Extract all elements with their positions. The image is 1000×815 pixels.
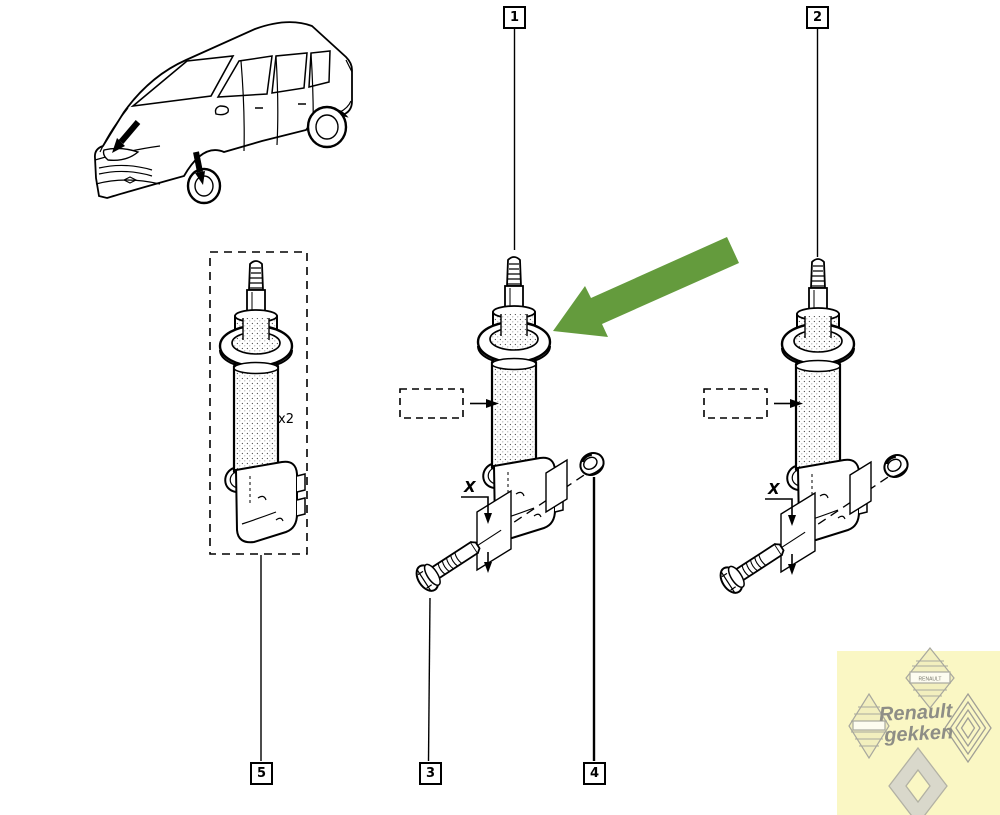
callout-5: 5 — [250, 762, 273, 785]
watermark-badge-text: RENAULT — [919, 677, 942, 683]
watermark-text-line1: Renault — [878, 700, 954, 726]
dimension-x-label-right: X — [768, 480, 780, 498]
watermark: RENAULT Renault gekken — [837, 647, 1000, 815]
dimension-x-label-middle: X — [464, 478, 476, 496]
callout-3: 3 — [419, 762, 442, 785]
callout-4: 4 — [583, 762, 606, 785]
highlight-arrow — [553, 237, 739, 337]
renault-logo-modern-bottom — [888, 746, 948, 815]
renault-logo-vintage-left — [848, 692, 890, 760]
callout-2: 2 — [806, 6, 829, 29]
leader-line-3 — [427, 597, 431, 762]
front-wheel-location-arrow — [193, 151, 205, 185]
part-label-box-middle — [399, 388, 500, 419]
strut-assembly-left — [218, 259, 307, 544]
assembly-dashed-box — [209, 251, 308, 555]
car-illustration — [94, 21, 353, 205]
quantity-label: x2 — [278, 412, 294, 427]
callout-1: 1 — [503, 6, 526, 29]
watermark-text-line2: gekken — [883, 721, 954, 747]
part-label-box-right — [703, 388, 804, 419]
callout-leader-lines — [260, 28, 819, 762]
renault-logo-vintage-top: RENAULT — [905, 647, 955, 709]
front-strut-location-arrow — [112, 120, 141, 153]
renault-logo-striped-right — [944, 692, 992, 764]
